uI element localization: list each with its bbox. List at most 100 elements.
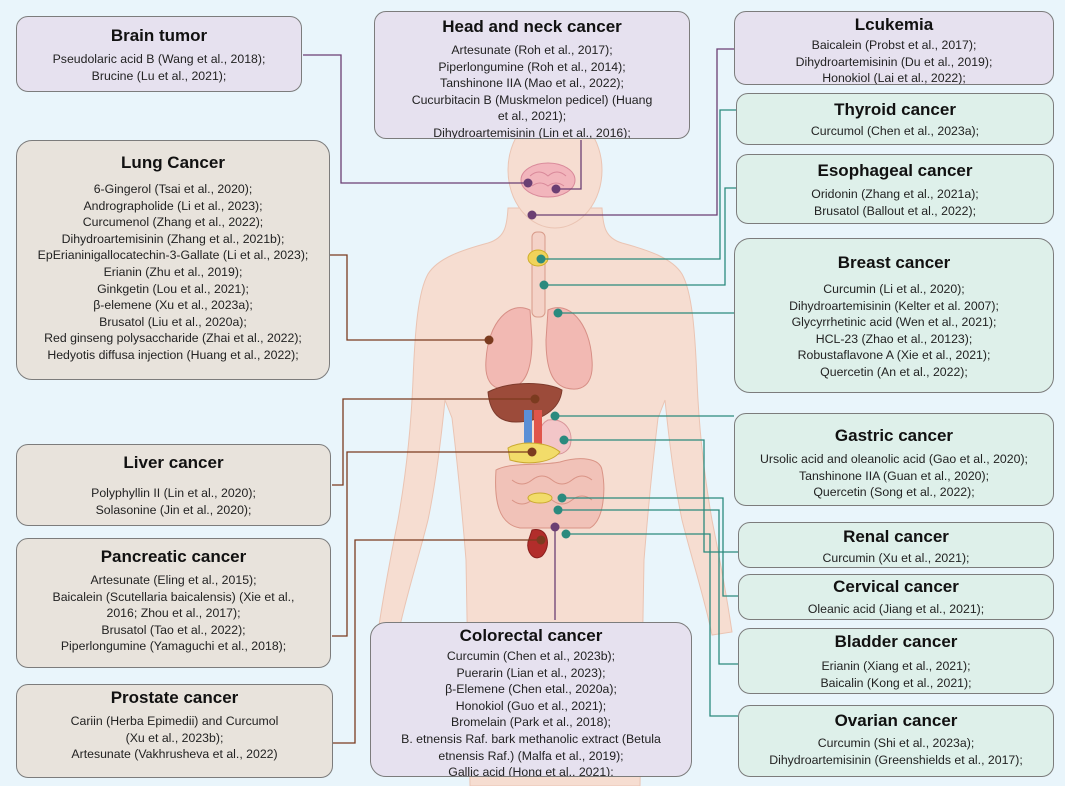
box-title: Ovarian cancer — [834, 711, 958, 730]
prostate-cancer-box: Prostate cancer Cariin (Herba Epimedii) … — [16, 684, 333, 778]
compound-list: Polyphyllin II (Lin et al., 2020); Solaso… — [17, 485, 330, 518]
compound-item: Artesunate (Vakhrusheva et al., 2022) — [71, 747, 278, 762]
compound-item: EpErianinigallocatechin-3-Gallate (Li et… — [37, 248, 309, 263]
compound-item: Curcumin (Xu et al., 2021); — [822, 551, 970, 565]
compound-item: Curcumenol (Zhang et al., 2022); — [82, 215, 264, 230]
box-title: Brain tumor — [110, 26, 208, 45]
compound-item: Erianin (Zhu et al., 2019); — [103, 264, 243, 279]
compound-item: Dihydroartemisinin (Lin et al., 2016); — [433, 125, 631, 139]
compound-item: β-Elemene (Chen etal., 2020a); — [445, 682, 617, 697]
compound-list: Baicalein (Probst et al., 2017); Dihydroa… — [735, 37, 1053, 85]
bladder-cancer-box: Bladder cancer Erianin (Xiang et al., 20… — [738, 628, 1054, 694]
box-title: Renal cancer — [843, 527, 949, 546]
compound-item: Pseudolaric acid B (Wang et al., 2018); — [52, 52, 266, 66]
compound-list: Curcumin (Li et al., 2020); Dihydroartemi… — [735, 281, 1053, 381]
ovarian-cancer-box: Ovarian cancer Curcumin (Shi et al., 202… — [738, 705, 1054, 777]
esophageal-cancer-box: Esophageal cancer Oridonin (Zhang et al.… — [736, 154, 1054, 224]
compound-item: Brusatol (Liu et al., 2020a); — [99, 314, 247, 329]
compound-item: Piperlongumine (Yamaguchi et al., 2018); — [60, 639, 287, 654]
compound-item: Cucurbitacin B (Muskmelon pedicel) (Huan… — [411, 92, 653, 124]
compound-item: Brusatol (Tao et al., 2022); — [101, 622, 246, 637]
intestines-organ — [495, 458, 605, 529]
box-title: Colorectal cancer — [459, 626, 603, 645]
leader-lines — [303, 48, 738, 744]
compound-item: Ursolic acid and oleanolic acid (Gao et … — [760, 452, 1028, 466]
compound-item: Baicalin (Kong et al., 2021); — [820, 675, 972, 690]
box-title: Thyroid cancer — [834, 100, 956, 119]
compound-item: Artesunate (Roh et al., 2017); — [451, 43, 613, 57]
compound-item: Dihydroartemisinin (Du et al., 2019); — [795, 54, 993, 69]
box-title: Cervical cancer — [833, 577, 959, 596]
compound-item: Oleanic acid (Jiang et al., 2021); — [807, 602, 985, 616]
vena-cava — [534, 410, 542, 450]
compound-item: Artesunate (Eling et al., 2015); — [90, 573, 257, 587]
compound-item: Dihydroartemisinin (Kelter et al. 2007); — [789, 298, 999, 313]
compound-item: Curcumol (Chen et al., 2023a); — [810, 124, 980, 138]
compound-item: Robustaflavone A (Xie et al., 2021); — [797, 348, 991, 363]
compound-item: Erianin (Xiang et al., 2021); — [821, 659, 971, 673]
compound-item: Puerarin (Lian et al., 2023); — [456, 665, 606, 680]
compound-item: Quercetin (An et al., 2022); — [820, 364, 968, 379]
leukemia-box: Lcukemia Baicalein (Probst et al., 2017)… — [734, 11, 1054, 85]
compound-item: Solasonine (Jin et al., 2020); — [95, 502, 252, 517]
box-title: Bladder cancer — [834, 632, 958, 651]
cervical-cancer-box: Cervical cancer Oleanic acid (Jiang et a… — [738, 574, 1054, 620]
liver-cancer-box: Liver cancer Polyphyllin II (Lin et al.,… — [16, 444, 331, 526]
compound-item: Brucine (Lu et al., 2021); — [91, 68, 227, 83]
compound-list: Curcumin (Xu et al., 2021); — [739, 550, 1053, 567]
compound-list: Artesunate (Eling et al., 2015);Baicalei… — [47, 572, 300, 655]
compound-item: Brusatol (Ballout et al., 2022); — [814, 203, 976, 218]
compound-item: Dihydroartemisinin (Greenshields et al.,… — [769, 752, 1023, 767]
compound-item: Dihydroartemisinin (Zhang et al., 2021b)… — [61, 231, 285, 246]
lung-cancer-box: Lung Cancer 6-Gingerol (Tsai et al., 202… — [16, 140, 330, 380]
compound-item: B. etnensis Raf. bark methanolic extract… — [401, 731, 661, 763]
colorectal-cancer-box: Colorectal cancer Curcumin (Chen et al.,… — [370, 622, 692, 777]
compound-item: Glycyrrhetinic acid (Wen et al., 2021); — [791, 315, 997, 330]
compound-list: Ursolic acid and oleanolic acid (Gao et … — [735, 451, 1053, 501]
compound-item: Baicalein (Probst et al., 2017); — [811, 38, 977, 52]
compound-list: Pseudolaric acid B (Wang et al., 2018); B… — [17, 51, 301, 84]
compound-item: Red ginseng polysaccharide (Zhai et al.,… — [44, 331, 302, 346]
compound-list: Curcumin (Chen et al., 2023b); Puerarin (… — [387, 648, 675, 777]
thyroid-cancer-box: Thyroid cancer Curcumol (Chen et al., 20… — [736, 93, 1054, 145]
compound-list: 6-Gingerol (Tsai et al., 2020); Andrograp… — [17, 181, 329, 364]
compound-item: Honokiol (Lai et al., 2022); — [822, 71, 966, 85]
compound-item: Tanshinone IIA (Mao et al., 2022); — [440, 76, 624, 91]
brain-tumor-box: Brain tumor Pseudolaric acid B (Wang et … — [16, 16, 302, 92]
head-neck-cancer-box: Head and neck cancer Artesunate (Roh et … — [374, 11, 690, 139]
compound-list: Cariin (Herba Epimedii) and Curcumol (Xu… — [67, 713, 282, 763]
right-lung — [545, 307, 593, 390]
compound-item: Quercetin (Song et al., 2022); — [813, 485, 975, 500]
bladder-organ — [527, 529, 548, 559]
compound-item: HCL-23 (Zhao et al., 20123); — [815, 331, 973, 346]
compound-item: β-elemene (Xu et al., 2023a); — [93, 298, 253, 313]
compound-item: Andrographolide (Li et al., 2023); — [83, 198, 263, 213]
box-title: Esophageal cancer — [817, 161, 973, 180]
compound-item: Polyphyllin II (Lin et al., 2020); — [91, 486, 256, 500]
compound-list: Oleanic acid (Jiang et al., 2021); — [739, 601, 1053, 618]
left-lung — [485, 307, 533, 390]
compound-list: Artesunate (Roh et al., 2017); Piperlongu… — [405, 42, 659, 139]
compound-item: Hedyotis diffusa injection (Huang et al.… — [47, 347, 299, 362]
box-title: Liver cancer — [123, 453, 224, 472]
compound-item: Curcumin (Chen et al., 2023b); — [446, 649, 616, 663]
compound-item: Curcumin (Li et al., 2020); — [823, 282, 965, 296]
compound-list: Curcumin (Shi et al., 2023a);Dihydroarte… — [739, 735, 1053, 768]
compound-item: 6-Gingerol (Tsai et al., 2020); — [93, 182, 253, 196]
compound-item: Honokiol (Guo et al., 2021); — [455, 698, 607, 713]
box-title: Gastric cancer — [834, 426, 954, 445]
aorta — [524, 410, 532, 450]
box-title: Prostate cancer — [110, 688, 239, 707]
compound-list: Curcumol (Chen et al., 2023a); — [737, 123, 1053, 140]
compound-item: Cariin (Herba Epimedii) and Curcumol (Xu… — [70, 714, 279, 745]
trachea — [531, 231, 546, 318]
compound-item: Oridonin (Zhang et al., 2021a); — [811, 187, 979, 201]
ovary-organ — [527, 492, 553, 504]
compound-item: Gallic acid (Hong et al., 2021); — [448, 765, 614, 777]
box-title: Pancreatic cancer — [100, 547, 247, 566]
gastric-cancer-box: Gastric cancer Ursolic acid and oleanoli… — [734, 413, 1054, 506]
box-title: Lung Cancer — [121, 153, 225, 172]
compound-item: Piperlongumine (Roh et al., 2014); — [438, 59, 626, 74]
box-title: Breast cancer — [837, 253, 951, 272]
